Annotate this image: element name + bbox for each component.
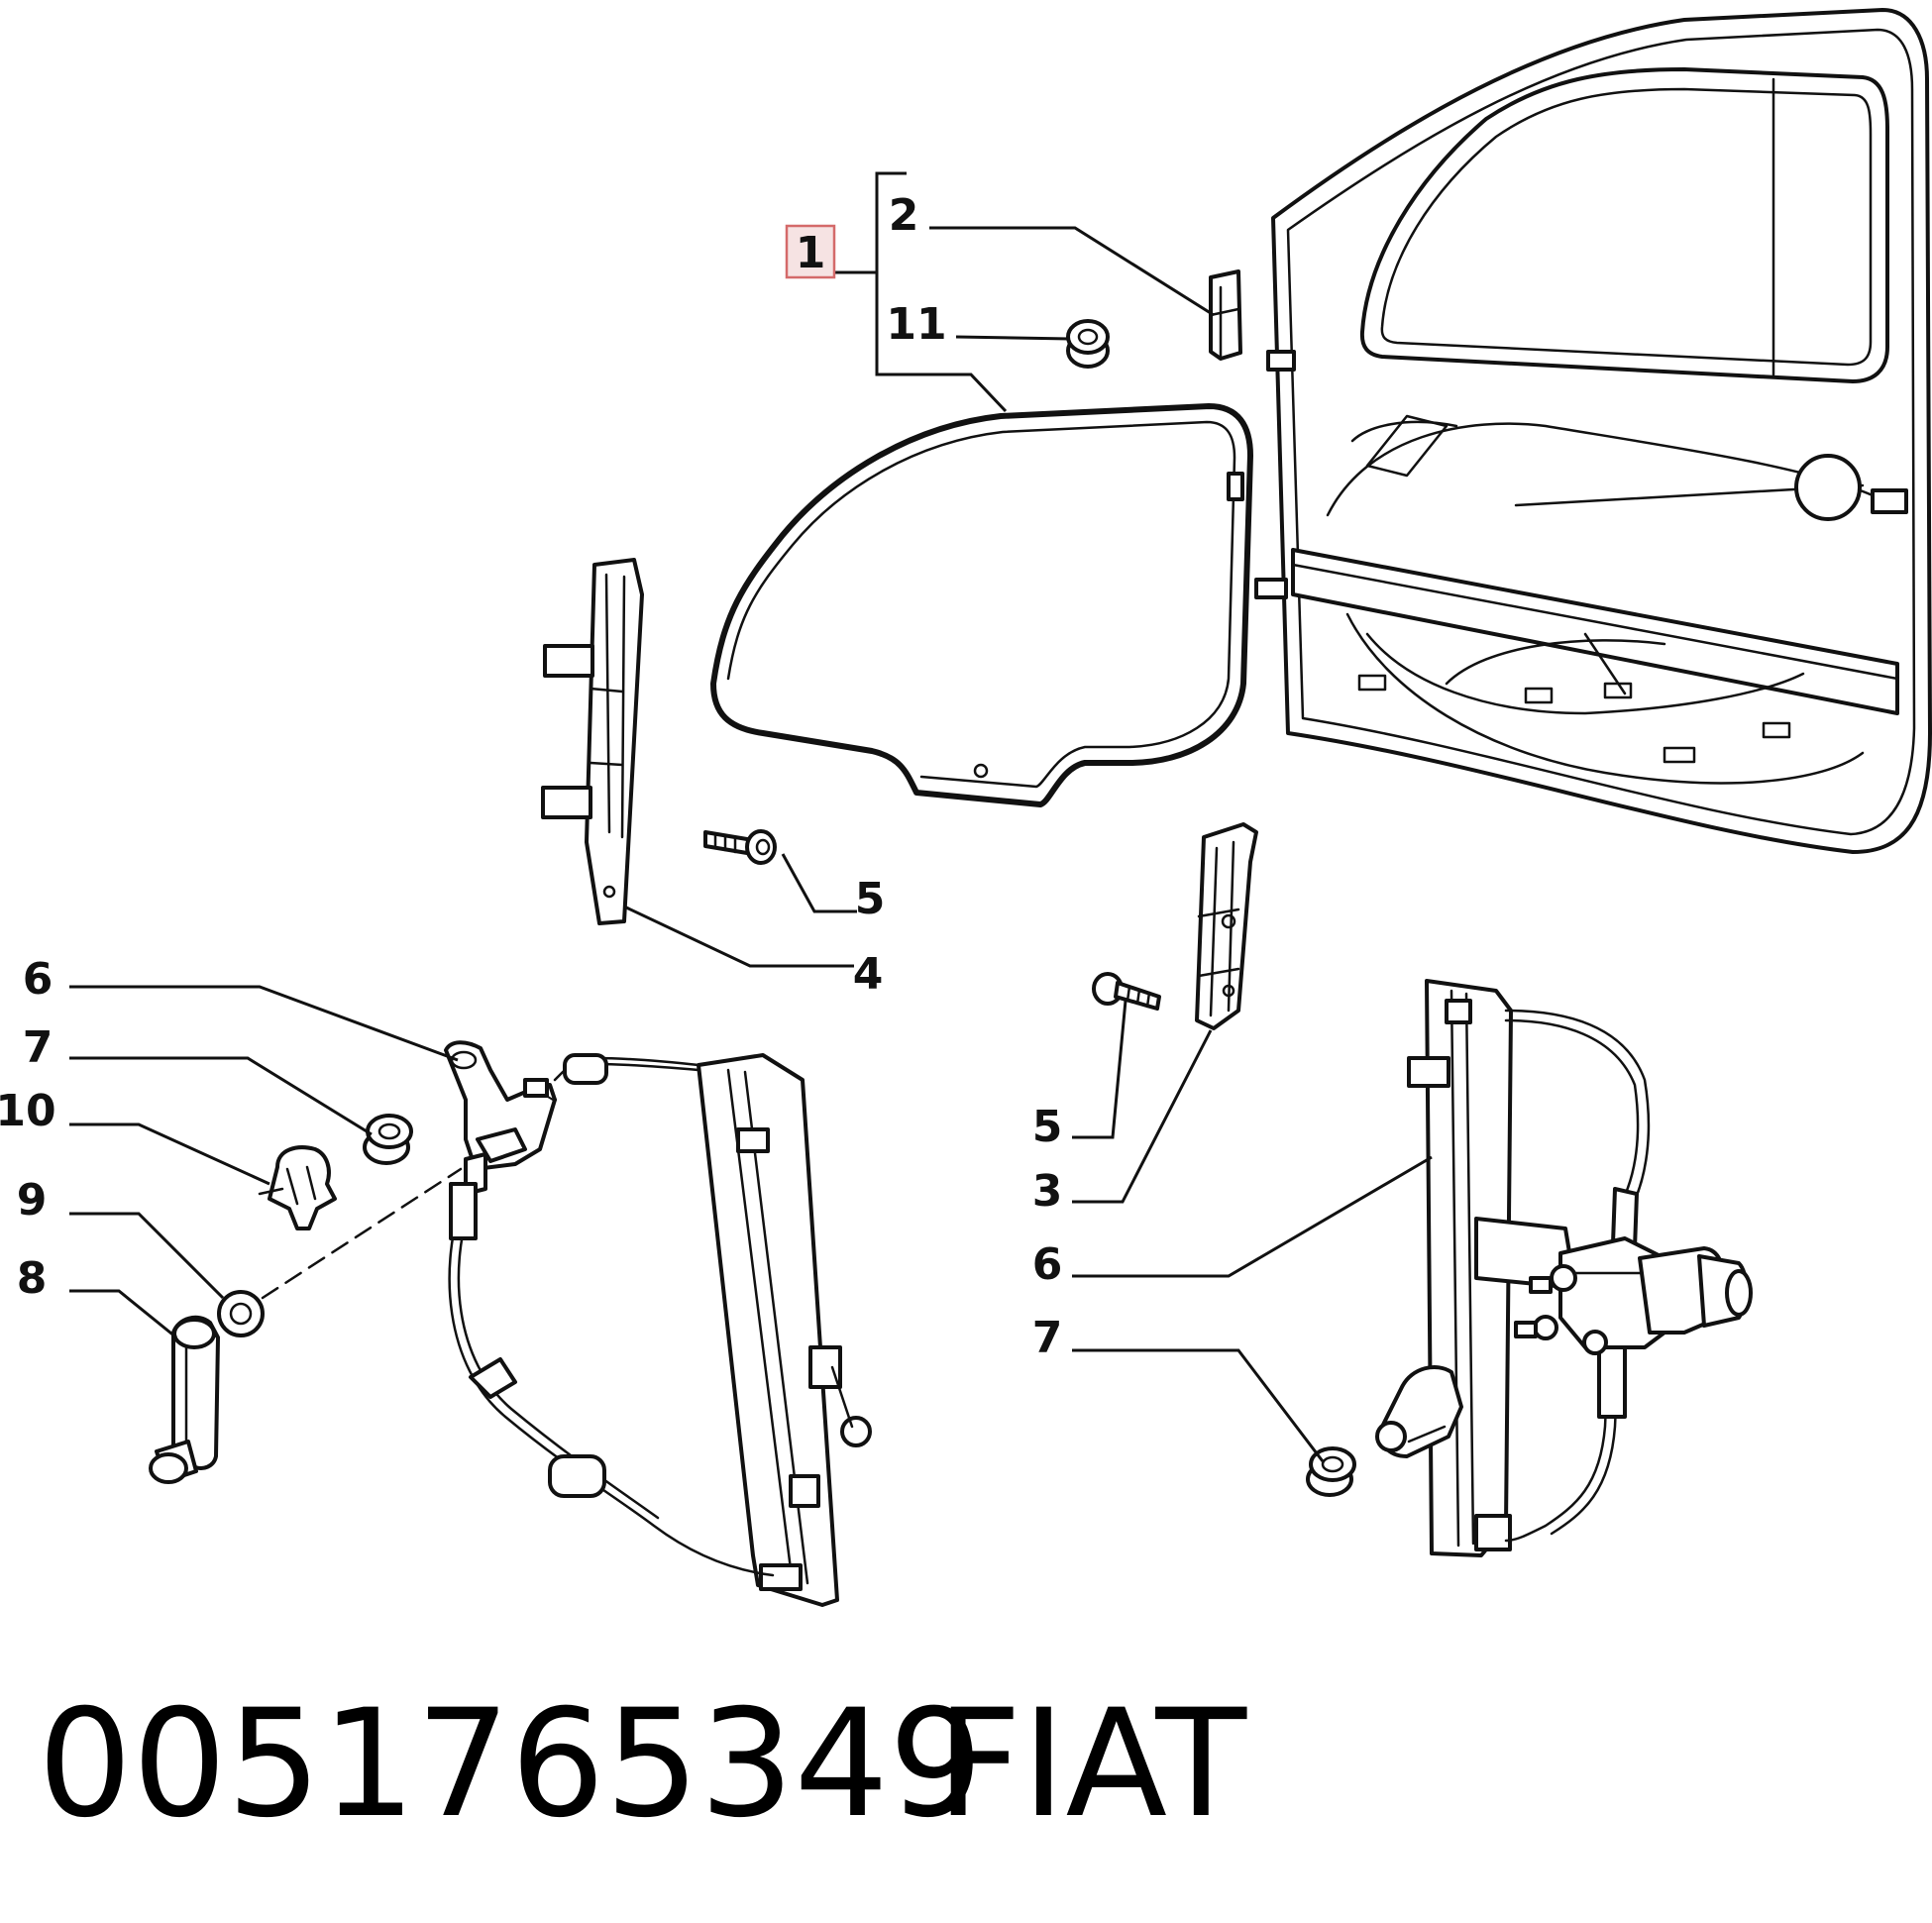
callout-8: 8 [17, 1253, 48, 1304]
part-5-bolt-right [1092, 972, 1161, 1011]
callout-9: 9 [17, 1175, 48, 1226]
callout-10: 10 [0, 1086, 56, 1136]
callout-3: 3 [1032, 1166, 1063, 1217]
callout-7-right: 7 [1032, 1313, 1063, 1363]
callouts: 1 2 11 5 4 6 7 10 9 8 5 3 6 7 [0, 190, 1062, 1363]
callout-2: 2 [889, 190, 919, 241]
callout-5-left: 5 [855, 874, 886, 924]
part-10-clip [258, 1145, 337, 1230]
part-7-nut-left [363, 1114, 413, 1165]
callout-5-right: 5 [1032, 1102, 1063, 1152]
electric-window-regulator [1375, 979, 1753, 1557]
callout-6-right: 6 [1032, 1239, 1063, 1290]
part-9-washer [217, 1290, 265, 1337]
window-glass [710, 403, 1253, 807]
part-number: 0051765349 [38, 1678, 983, 1851]
leader-lines [69, 171, 1433, 1462]
part-4-guide-rail [541, 558, 644, 925]
part-7-nut-right [1306, 1446, 1356, 1497]
part-5-bolt-left [703, 829, 777, 865]
callout-1: 1 [796, 228, 826, 278]
part-8-crank-handle [149, 1315, 220, 1484]
part-11-bushing [1066, 319, 1110, 369]
caption: 0051765349 FIAT [38, 1678, 1247, 1851]
part-2-guide-clip [1209, 269, 1242, 361]
part-3-guide-rail [1195, 822, 1258, 1030]
manual-window-regulator [444, 1040, 872, 1607]
door-shell [1254, 8, 1932, 854]
callout-4: 4 [853, 949, 884, 1000]
callout-7-left: 7 [23, 1022, 54, 1073]
brand-name: FIAT [936, 1678, 1247, 1851]
callout-1-highlight [785, 224, 836, 279]
assembly-axis-line [261, 1167, 463, 1300]
callout-6-left: 6 [23, 954, 54, 1005]
callout-11: 11 [886, 299, 946, 350]
